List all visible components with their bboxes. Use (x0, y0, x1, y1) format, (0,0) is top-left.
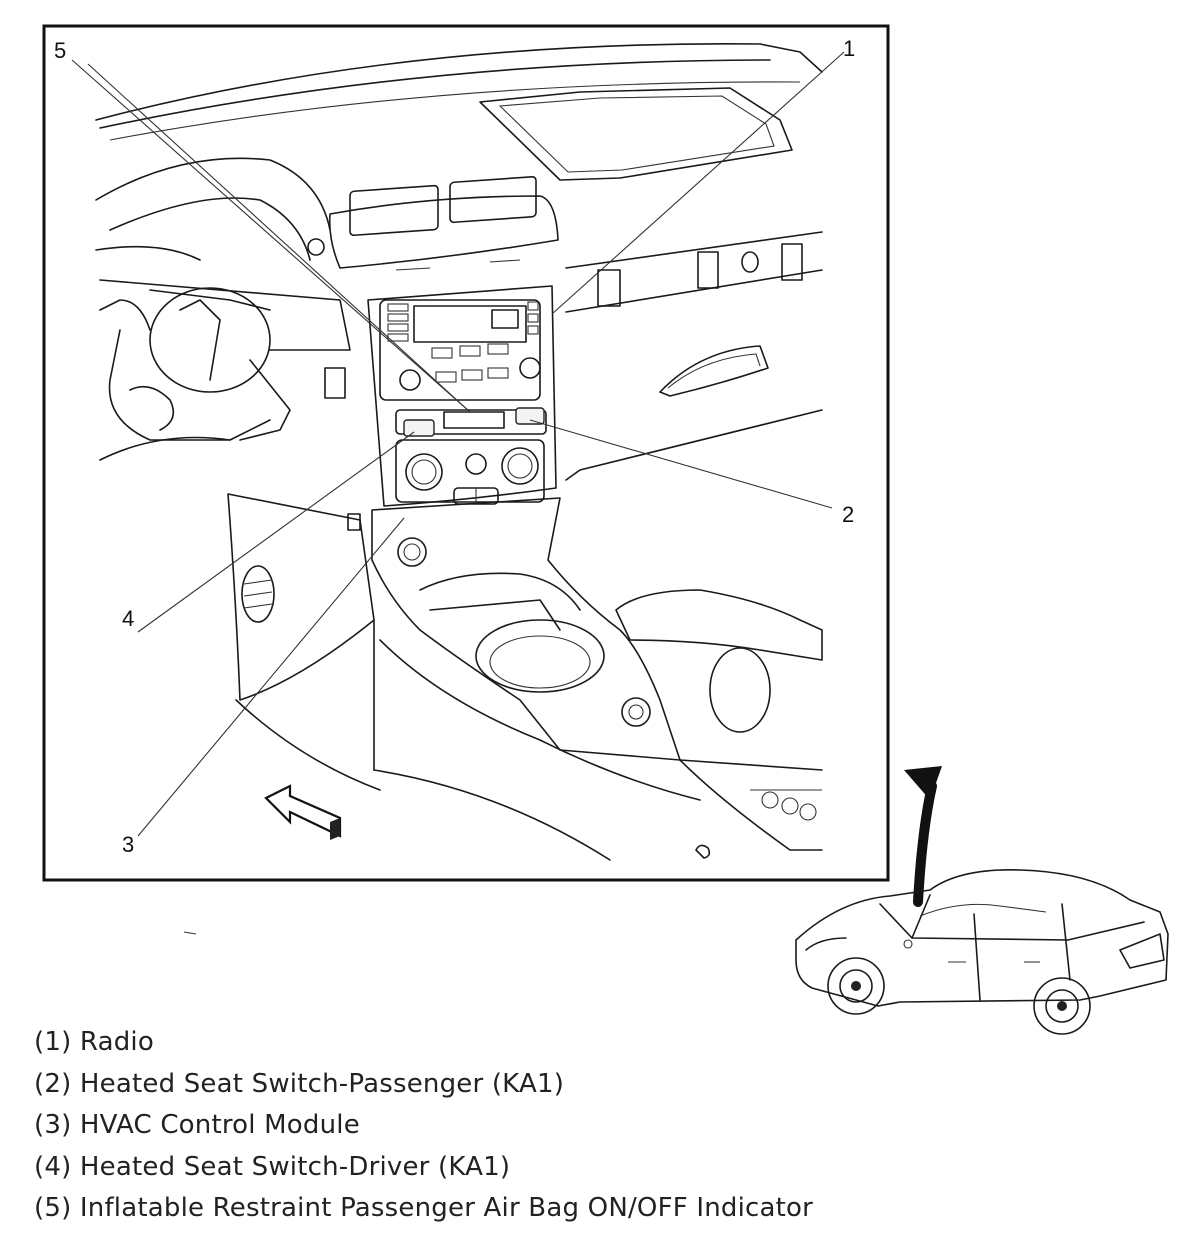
legend-item-hvac-control-module: (3) HVAC Control Module (34, 1110, 360, 1140)
callout-number-2: 2 (842, 502, 854, 527)
leader-line-3 (137, 517, 405, 837)
locator-arrow (904, 766, 942, 907)
callout-number-1: 1 (843, 36, 855, 61)
leader-line-2 (529, 419, 833, 509)
stray-mark (183, 931, 197, 935)
callout-number-3: 3 (122, 832, 134, 857)
leader-line-4 (137, 431, 415, 633)
callout-number-5: 5 (54, 38, 66, 63)
dashboard-illustration (95, 43, 823, 861)
radio-buttons-right (527, 301, 539, 335)
vehicle-locator (795, 869, 1169, 1035)
legend-item-heated-seat-passenger: (2) Heated Seat Switch-Passenger (KA1) (34, 1068, 565, 1099)
leader-line-5b (87, 63, 471, 413)
legend-item-airbag-indicator: (5) Inflatable Restraint Passenger Air B… (34, 1193, 814, 1223)
legend-item-heated-seat-driver: (4) Heated Seat Switch-Driver (KA1) (34, 1151, 511, 1182)
diagram-frame (42, 24, 890, 882)
leader-line-5 (71, 59, 471, 413)
leader-line-1 (551, 51, 845, 315)
seat-track-detail (750, 789, 822, 821)
callout-number-4: 4 (122, 606, 134, 631)
component-legend: (1) Radio (2) Heated Seat Switch-Passeng… (34, 1022, 813, 1230)
callout-leaders (71, 51, 845, 837)
legend-item-radio: (1) Radio (34, 1027, 154, 1057)
